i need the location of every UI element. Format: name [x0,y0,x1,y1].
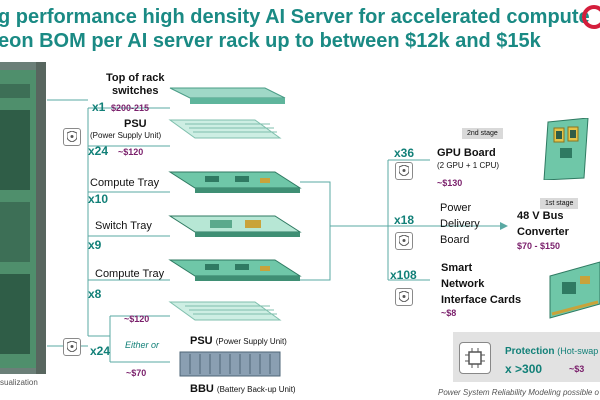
tor-label-line1: Top of rack [106,72,165,84]
bottom-psu-label: PSU (Power Supply Unit) [190,335,287,347]
page-subtitle: eon BOM per AI server rack up to between… [0,30,541,52]
psu-sublabel: (Power Supply Unit) [90,131,162,140]
server-rack-image [0,62,46,374]
compute-tray-multiplier: x8 [88,287,102,301]
tor-price: $200-215 [111,103,150,113]
compute-tray-multiplier: x10 [88,192,109,206]
smart-nic-label-line3: Interface Cards [441,294,522,306]
shield-icon [395,288,413,306]
bottom-power-multiplier: x24 [90,344,111,358]
stage-badge: 1st stage [540,198,579,209]
hardware-stack [165,80,305,380]
page-title: g performance high density AI Server for… [0,6,590,28]
smart-nic-label-line1: Smart [441,262,473,274]
tor-label-line2: switches [112,85,159,97]
rack-caption: sualization [0,378,38,387]
gpu-board-multiplier: x36 [394,146,415,160]
bus-converter-price: $70 - $150 [517,241,561,251]
power-delivery-multiplier: x18 [394,213,415,227]
bbu-label: BBU (Battery Back-up Unit) [190,383,296,395]
brand-logo [582,4,600,30]
tor-multiplier: x1 [92,100,106,114]
smart-nic-price: ~$8 [441,308,457,318]
gpu-board-sublabel: (2 GPU + 1 CPU) [437,161,500,170]
bus-converter-label-line1: 48 V Bus [517,210,564,222]
gpu-board-price: ~$130 [437,178,463,188]
compute-tray-label: Compute Tray [90,177,160,189]
switch-tray-multiplier: x9 [88,238,102,252]
protection-count: x >300 [505,362,543,376]
power-delivery-label-line2: Delivery [440,218,480,230]
either-or-label: Either or [125,340,160,350]
gpu-board-label: GPU Board [437,147,496,159]
power-delivery-label-line1: Power [440,202,472,214]
shield-icon [395,162,413,180]
gpu-board-image [540,117,590,181]
switch-tray-label: Switch Tray [95,220,152,232]
smart-nic-multiplier: x108 [390,268,417,282]
protection-panel: Protection (Hot-swap x >300 ~$3 [453,332,600,382]
protection-price: ~$3 [569,364,585,374]
shield-icon [395,232,413,250]
shield-icon [63,338,81,356]
psu-price: ~$120 [118,147,144,157]
footer-note: Power System Reliability Modeling possib… [438,388,599,397]
compute-tray-label: Compute Tray [95,268,165,280]
stage-badge: 2nd stage [462,128,503,139]
psu-label: PSU [124,118,147,130]
bottom-bbu-price: ~$70 [126,368,147,378]
protection-label: Protection (Hot-swap [505,346,599,357]
bus-converter-label-line2: Converter [517,226,569,238]
chip-icon [459,342,491,374]
shield-icon [63,128,81,146]
psu-multiplier: x24 [88,144,109,158]
bottom-psu-price: ~$120 [124,314,150,324]
smart-nic-image [540,258,600,320]
smart-nic-label-line2: Network [441,278,485,290]
power-delivery-label-line3: Board [440,234,470,246]
